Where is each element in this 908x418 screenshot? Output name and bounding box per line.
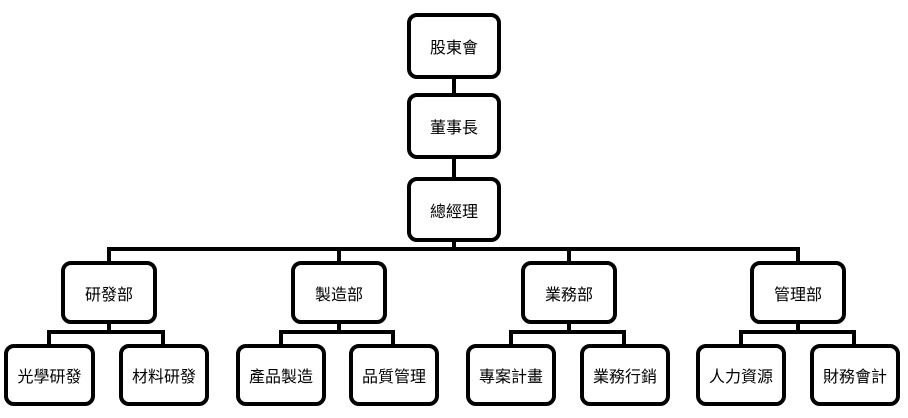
connector-bus-rd	[107, 247, 111, 263]
unit-materials-rd-box: 材料研發	[119, 344, 209, 406]
connector-admin-bar	[739, 330, 856, 334]
department-bus-line	[107, 247, 800, 251]
connector-gm-bus	[452, 240, 456, 249]
unit-product-mfg-box: 產品製造	[236, 344, 326, 406]
connector-mfg-right	[391, 330, 395, 346]
chairman-box: 董事長	[407, 93, 501, 159]
connector-mfg-bar	[279, 330, 395, 334]
connector-mfg-left	[279, 330, 283, 346]
connector-mfg-down	[337, 322, 341, 333]
connector-sales-bar	[509, 330, 626, 334]
connector-admin-left	[739, 330, 743, 346]
unit-optical-rd-box: 光學研發	[4, 344, 95, 406]
shareholders-box: 股東會	[407, 13, 501, 79]
department-admin-box: 管理部	[750, 261, 846, 324]
connector-bus-admin	[796, 247, 800, 263]
department-rd-box: 研發部	[61, 261, 157, 324]
department-mfg-box: 製造部	[291, 261, 387, 324]
department-sales-box: 業務部	[521, 261, 617, 324]
connector-bus-sales	[567, 247, 571, 263]
connector-shareholders-chairman	[452, 77, 456, 95]
general-manager-box: 總經理	[407, 177, 501, 242]
connector-chairman-gm	[452, 157, 456, 179]
connector-admin-right	[852, 330, 856, 346]
connector-bus-mfg	[337, 247, 341, 263]
connector-rd-down	[107, 322, 111, 333]
unit-project-planning-box: 專案計畫	[466, 344, 556, 406]
unit-quality-mgmt-box: 品質管理	[349, 344, 439, 406]
connector-sales-left	[509, 330, 513, 346]
unit-finance-box: 財務會計	[810, 344, 900, 406]
connector-sales-down	[567, 322, 571, 333]
connector-rd-bar	[47, 330, 165, 334]
connector-rd-left	[47, 330, 51, 346]
connector-admin-down	[796, 322, 800, 333]
unit-sales-marketing-box: 業務行銷	[580, 344, 670, 406]
connector-sales-right	[622, 330, 626, 346]
connector-rd-right	[161, 330, 165, 346]
unit-hr-box: 人力資源	[696, 344, 786, 406]
